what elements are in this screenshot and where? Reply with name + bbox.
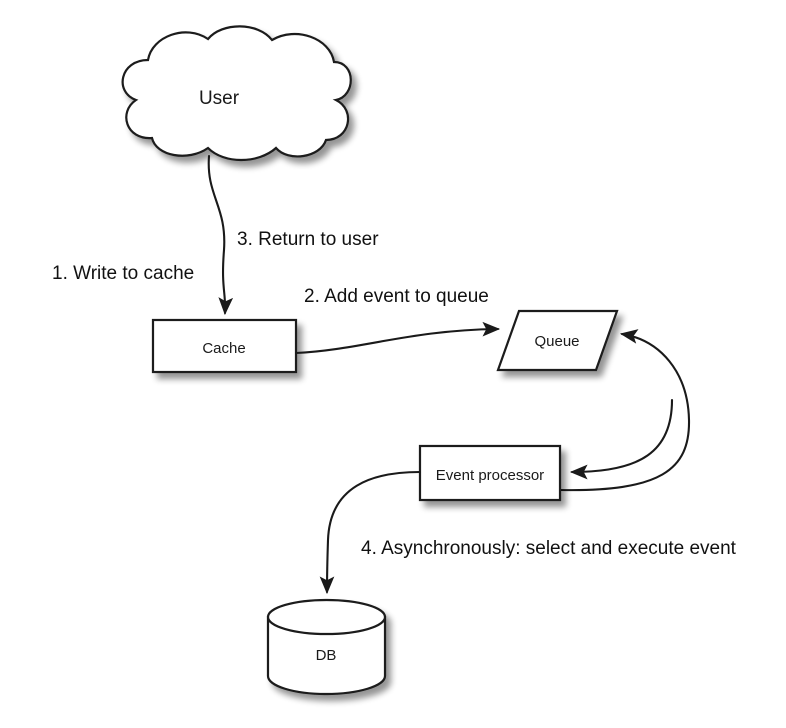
node-user-label: User [199, 88, 240, 109]
node-queue-label: Queue [534, 333, 579, 350]
db-cylinder-body [266, 615, 387, 696]
node-db[interactable] [266, 598, 387, 696]
edge-processor-to-queue [558, 329, 691, 492]
node-db-label: DB [316, 647, 337, 664]
queue-shape [496, 309, 619, 372]
edge-cache-to-queue [294, 321, 501, 355]
node-cache[interactable] [151, 318, 298, 374]
edge-queue-to-processor [569, 398, 674, 480]
node-user[interactable] [121, 25, 352, 161]
node-cache-label: Cache [202, 340, 245, 357]
edge-processor-to-db [319, 470, 422, 595]
db-cylinder-top [266, 598, 387, 636]
step-label-3: 3. Return to user [237, 229, 379, 250]
node-event-processor-label: Event processor [436, 467, 544, 484]
edge-user-to-cache [207, 154, 234, 316]
cache-shape [151, 318, 298, 374]
node-queue[interactable] [496, 309, 619, 372]
step-label-2: 2. Add event to queue [304, 286, 489, 307]
step-label-4: 4. Asynchronously: select and execute ev… [361, 538, 737, 559]
step-label-1: 1. Write to cache [52, 263, 194, 284]
cloud-shape [121, 25, 352, 161]
